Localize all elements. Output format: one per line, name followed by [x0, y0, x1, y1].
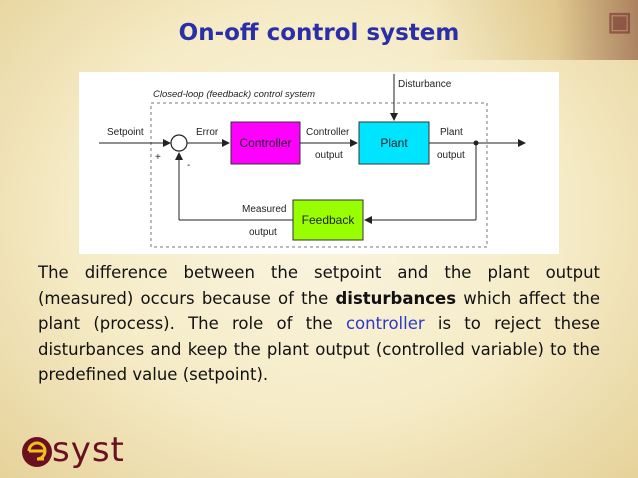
esyst-logo: syst — [20, 430, 160, 474]
control-loop-diagram: Closed-loop (feedback) control system Di… — [79, 72, 559, 254]
summing-junction — [170, 134, 188, 152]
plant-block — [358, 121, 430, 165]
esyst-logo-icon — [22, 437, 52, 467]
disturbance-label: Disturbance — [398, 79, 452, 90]
system-boundary — [150, 102, 488, 248]
faded-logo-icon: ▣ — [607, 6, 632, 36]
plant-output-label-2: output — [437, 150, 465, 161]
system-label: Closed-loop (feedback) control system — [153, 89, 315, 100]
controller-output-label-2: output — [315, 150, 343, 161]
plant-block-label: Plant — [380, 136, 408, 150]
decorative-corner-pattern: ▣ — [428, 0, 638, 60]
setpoint-label: Setpoint — [107, 127, 144, 138]
body-highlight-word: controller — [345, 314, 425, 333]
controller-output-label: Controller — [306, 127, 350, 138]
measured-output-label-2: output — [249, 227, 277, 238]
error-label: Error — [196, 127, 219, 138]
feedback-block-label: Feedback — [302, 213, 356, 227]
body-text-part-3: is to reject these disturbances and keep… — [38, 314, 601, 384]
body-text-part-2: which affect the plant (process). The ro… — [38, 288, 600, 334]
diagram-svg: Closed-loop (feedback) control system Di… — [99, 74, 526, 248]
plus-sign: + — [155, 152, 161, 163]
plant-output-label: Plant — [440, 127, 463, 138]
controller-block-label: Controller — [239, 136, 291, 150]
slide-title: On-off control system — [178, 20, 460, 46]
feedback-block — [292, 199, 364, 241]
measured-output-label: Measured — [242, 204, 286, 215]
body-text-part-1: The difference between the setpoint and … — [38, 263, 600, 308]
minus-sign: - — [187, 160, 190, 171]
body-bold-word: disturbances — [335, 288, 457, 308]
body-paragraph: The difference between the setpoint and … — [38, 260, 600, 388]
logo-text: syst — [52, 430, 125, 470]
